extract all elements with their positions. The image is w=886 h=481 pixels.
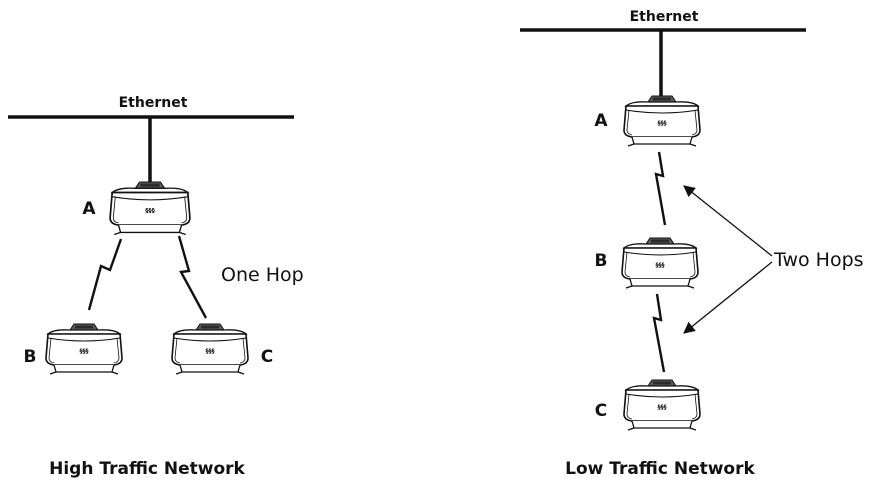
wireless-link-a-b	[654, 151, 667, 226]
ethernet-label: Ethernet	[630, 9, 699, 25]
hop-arrow-lower	[683, 261, 773, 334]
access-point-a: §§§	[623, 95, 701, 147]
node-label-c: C	[261, 347, 273, 367]
access-point-b: §§§	[45, 323, 123, 375]
wireless-link-a-b	[87, 238, 123, 311]
node-label-a: A	[594, 111, 608, 131]
low-traffic-network: Ethernet §§§ A §§§ B §§§ C Two Hops Low …	[520, 9, 864, 479]
device-badge: §§§	[658, 404, 667, 411]
high-traffic-network: Ethernet §§§ A One Hop §§§ B §§§ C High …	[8, 95, 304, 479]
network-caption: High Traffic Network	[49, 459, 245, 479]
node-label-a: A	[82, 199, 96, 219]
ethernet-label: Ethernet	[119, 95, 188, 111]
node-label-c: C	[595, 401, 607, 421]
wireless-link-b-c	[652, 293, 666, 373]
hop-label: One Hop	[221, 264, 304, 286]
access-point-c: §§§	[171, 323, 249, 375]
access-point-c: §§§	[623, 379, 701, 431]
device-badge: §§§	[206, 348, 215, 355]
access-point-b: §§§	[621, 237, 699, 289]
node-label-b: B	[24, 347, 37, 367]
node-label-b: B	[595, 251, 608, 271]
wireless-link-a-c	[177, 235, 208, 319]
network-caption: Low Traffic Network	[565, 459, 755, 479]
device-badge: §§§	[656, 262, 665, 269]
device-badge: §§§	[80, 348, 89, 355]
access-point-a: §§§	[109, 181, 191, 236]
device-badge: §§§	[145, 207, 155, 214]
hop-arrow-upper	[683, 185, 773, 257]
hop-label: Two Hops	[773, 249, 864, 271]
device-badge: §§§	[658, 120, 667, 127]
